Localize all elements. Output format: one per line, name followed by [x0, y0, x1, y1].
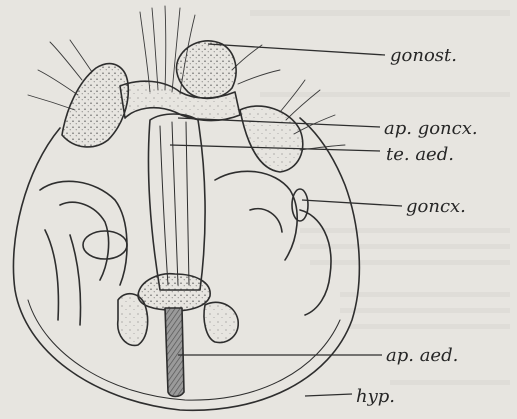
label-ap-goncx: ap. goncx.: [384, 118, 478, 139]
seta: [140, 12, 150, 92]
top-right-lobe: [176, 41, 236, 99]
left-arm-outer: [40, 181, 127, 285]
bleed-streak: [390, 380, 510, 385]
mushroom-cap: [138, 274, 210, 311]
bleed-streak: [260, 92, 510, 97]
bleed-streak: [340, 292, 510, 297]
bleed-through-texture: [250, 10, 510, 385]
label-hyp: hyp.: [356, 386, 395, 407]
left-arm-loop: [83, 231, 127, 259]
bleed-streak: [310, 260, 510, 265]
right-lateral-lobe: [240, 106, 303, 172]
bleed-streak: [250, 10, 510, 16]
left-stick: [45, 230, 58, 320]
leader-line-gonost: [208, 44, 385, 55]
aedeagus-line: [160, 126, 168, 285]
label-goncx: goncx.: [406, 196, 466, 217]
label-te-aed: te. aed.: [386, 144, 454, 165]
lower-right-piece: [204, 302, 238, 342]
seta: [38, 70, 78, 95]
apodeme-rod: [165, 308, 184, 397]
aedeagus-line: [172, 122, 178, 285]
seta: [70, 40, 92, 72]
bleed-streak: [300, 244, 510, 249]
seta: [50, 42, 82, 80]
bleed-streak: [350, 324, 510, 329]
bleed-streak: [300, 228, 510, 233]
left-stick: [70, 235, 81, 325]
seta: [238, 70, 280, 84]
right-arm-outer: [215, 171, 297, 260]
left-upper-lobe: [62, 64, 128, 147]
bleed-streak: [340, 308, 510, 313]
label-gonost: gonost.: [390, 45, 457, 66]
seta: [28, 95, 75, 110]
right-arm-inner: [250, 209, 282, 232]
aedeagus-line: [186, 122, 189, 285]
seta: [152, 8, 158, 90]
seta: [165, 6, 166, 90]
leader-line-hyp: [305, 394, 352, 396]
right-arm-loop: [292, 189, 308, 221]
label-ap-aed: ap. aed.: [386, 345, 458, 366]
